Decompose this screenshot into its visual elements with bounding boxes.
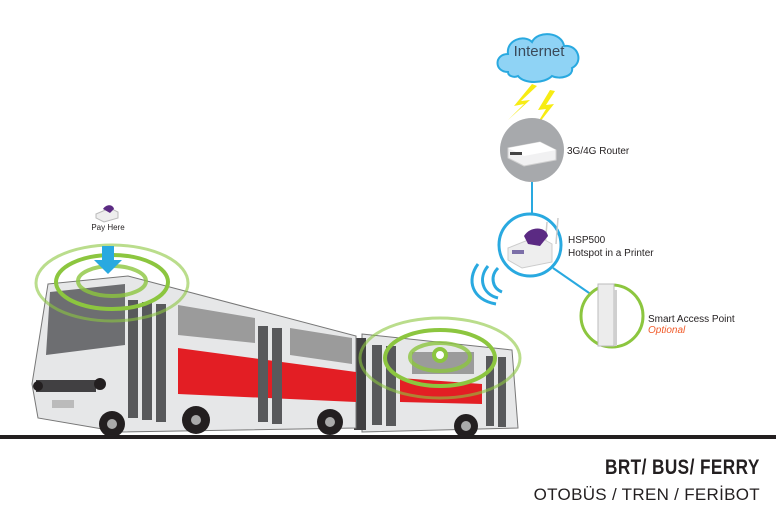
internet-label: Internet [513, 43, 565, 60]
access-point-icon [579, 283, 645, 349]
access-point-label: Smart Access Point [648, 314, 735, 325]
hotspot-dot-icon [432, 347, 448, 363]
footer-title: BRT/ BUS/ FERRY [605, 456, 760, 479]
printer-ap-link [552, 267, 593, 296]
router-label: 3G/4G Router [567, 146, 630, 157]
access-point-optional-note: Optional [648, 325, 686, 336]
internet-cloud-icon [496, 33, 580, 83]
printer-icon [497, 212, 563, 278]
printer-model-label: HSP500 [568, 235, 606, 246]
wifi-signal-icon [470, 263, 503, 306]
router-icon [500, 118, 564, 182]
down-arrow-icon [94, 246, 122, 274]
lightning-icon [508, 84, 555, 132]
ground-line [0, 435, 776, 439]
pay-here-label: Pay Here [91, 223, 125, 232]
footer-subtitle: OTOBÜS / TREN / FERİBOT [533, 485, 760, 504]
wifi-rings-rear [358, 316, 522, 400]
articulated-bus-illustration [31, 275, 519, 438]
printer-desc-label: Hotspot in a Printer [568, 248, 654, 259]
small-printer-icon [95, 205, 119, 223]
